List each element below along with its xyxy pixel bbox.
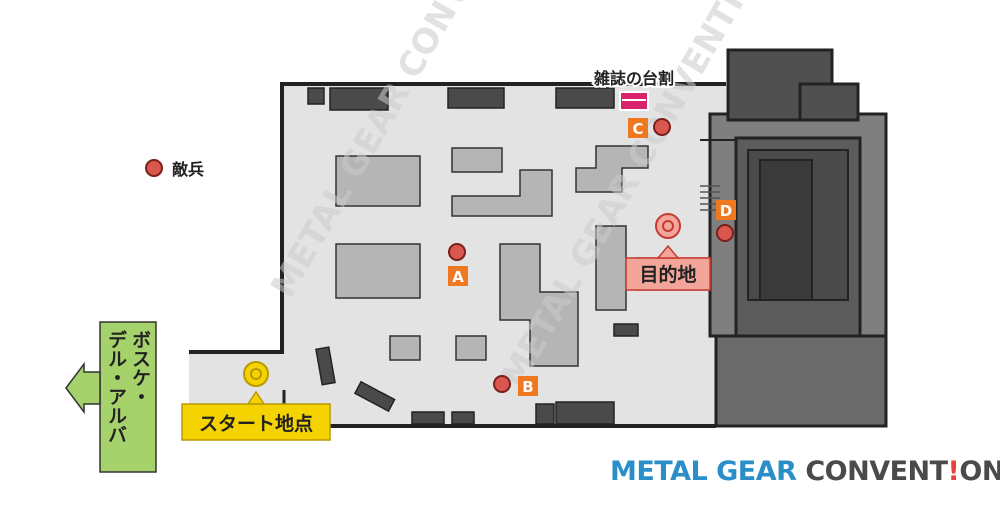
metal-gear-convention-logo: METAL GEAR CONVENT!ON: [610, 456, 1000, 487]
marker-b-box: [518, 376, 538, 396]
destination-marker: [625, 213, 711, 291]
enemy-dot: [493, 375, 511, 393]
marker-d: D: [720, 202, 732, 220]
enemy-dot: [448, 243, 466, 261]
marker-a-box: [448, 266, 468, 286]
enemy-dot: [653, 118, 671, 136]
magazine-label: 雑誌の台割: [593, 69, 674, 88]
logo-part-3: !: [947, 456, 960, 487]
enemy-legend-label: 敵兵: [172, 160, 204, 179]
map-blocks: [335, 145, 649, 367]
marker-d-box: [716, 200, 736, 220]
marker-c-box: [628, 118, 648, 138]
logo-part-1: METAL GEAR: [610, 456, 806, 487]
logo-part-4: ON: [959, 456, 1000, 487]
logo-part-2: CONVENT: [805, 456, 948, 487]
marker-b: B: [522, 378, 533, 396]
exit-label-line1: ボスケ・: [129, 330, 151, 406]
enemy-dot: [145, 159, 163, 177]
enemy-markers: [145, 118, 734, 393]
fortress-building: [700, 48, 888, 428]
start-marker: [181, 361, 331, 441]
map-crates: [307, 87, 639, 425]
start-label: スタート地点: [199, 412, 313, 435]
marker-a: A: [452, 268, 464, 286]
enemy-dot: [716, 224, 734, 242]
letter-markers: [448, 118, 736, 396]
exit-arrow: [65, 321, 157, 473]
marker-c: C: [632, 120, 643, 138]
destination-label: 目的地: [639, 263, 696, 286]
exit-label-line2: デル・アルバ: [105, 329, 127, 444]
